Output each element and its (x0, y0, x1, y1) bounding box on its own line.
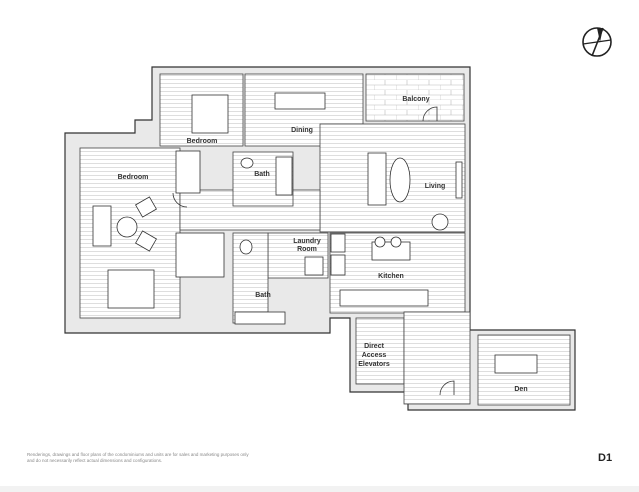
label-bedroom-top: Bedroom (187, 138, 218, 145)
room-balcony (365, 73, 465, 122)
dining-table (274, 92, 326, 110)
unit-id: D1 (598, 452, 613, 464)
label-elevators-1: Direct (364, 343, 385, 350)
bathtub (275, 156, 293, 196)
label-elevators-2: Access (362, 352, 387, 359)
disclaimer: Renderings, drawings and floor plans of … (27, 452, 287, 464)
room-elevators (355, 317, 405, 385)
room-corridor (403, 311, 471, 405)
vanity-bottom (234, 311, 286, 325)
disclaimer-line-1: Renderings, drawings and floor plans of … (27, 452, 249, 457)
kitchen-counter (339, 289, 429, 307)
armchair-1 (135, 196, 157, 218)
label-den: Den (514, 386, 527, 393)
den-sofa (494, 354, 538, 374)
fridge (330, 233, 346, 253)
closet-top (175, 150, 201, 194)
round-table (116, 216, 138, 238)
label-dining: Dining (291, 127, 313, 134)
door-balcony (422, 106, 438, 122)
disclaimer-line-2: and do not necessarily reflect actual di… (27, 458, 163, 463)
label-kitchen: Kitchen (378, 273, 404, 280)
label-bath-top: Bath (254, 171, 270, 178)
footer-bar (0, 486, 639, 492)
tv-console (455, 161, 463, 199)
armchair-2 (135, 230, 157, 252)
coffee-table (389, 157, 411, 203)
stove (330, 254, 346, 276)
accent-chair (431, 213, 449, 231)
toilet-bottom (239, 239, 253, 255)
furniture (92, 92, 538, 396)
label-balcony: Balcony (402, 96, 429, 103)
closet-bottom (175, 232, 225, 278)
bed-left (107, 269, 155, 309)
label-bath-bottom: Bath (255, 292, 271, 299)
north-arrow-icon (582, 27, 612, 57)
label-living: Living (425, 183, 446, 190)
toilet-top (240, 157, 254, 169)
sofa-living (367, 152, 387, 206)
door-hall (172, 192, 188, 208)
label-bedroom-left: Bedroom (118, 174, 149, 181)
label-laundry-1: Laundry (293, 238, 321, 245)
bed-top (191, 94, 229, 134)
label-elevators-3: Elevators (358, 361, 390, 368)
sofa-bedroom (92, 205, 112, 247)
washer (304, 256, 324, 276)
label-laundry-2: Room (297, 246, 317, 253)
door-den (439, 380, 455, 396)
